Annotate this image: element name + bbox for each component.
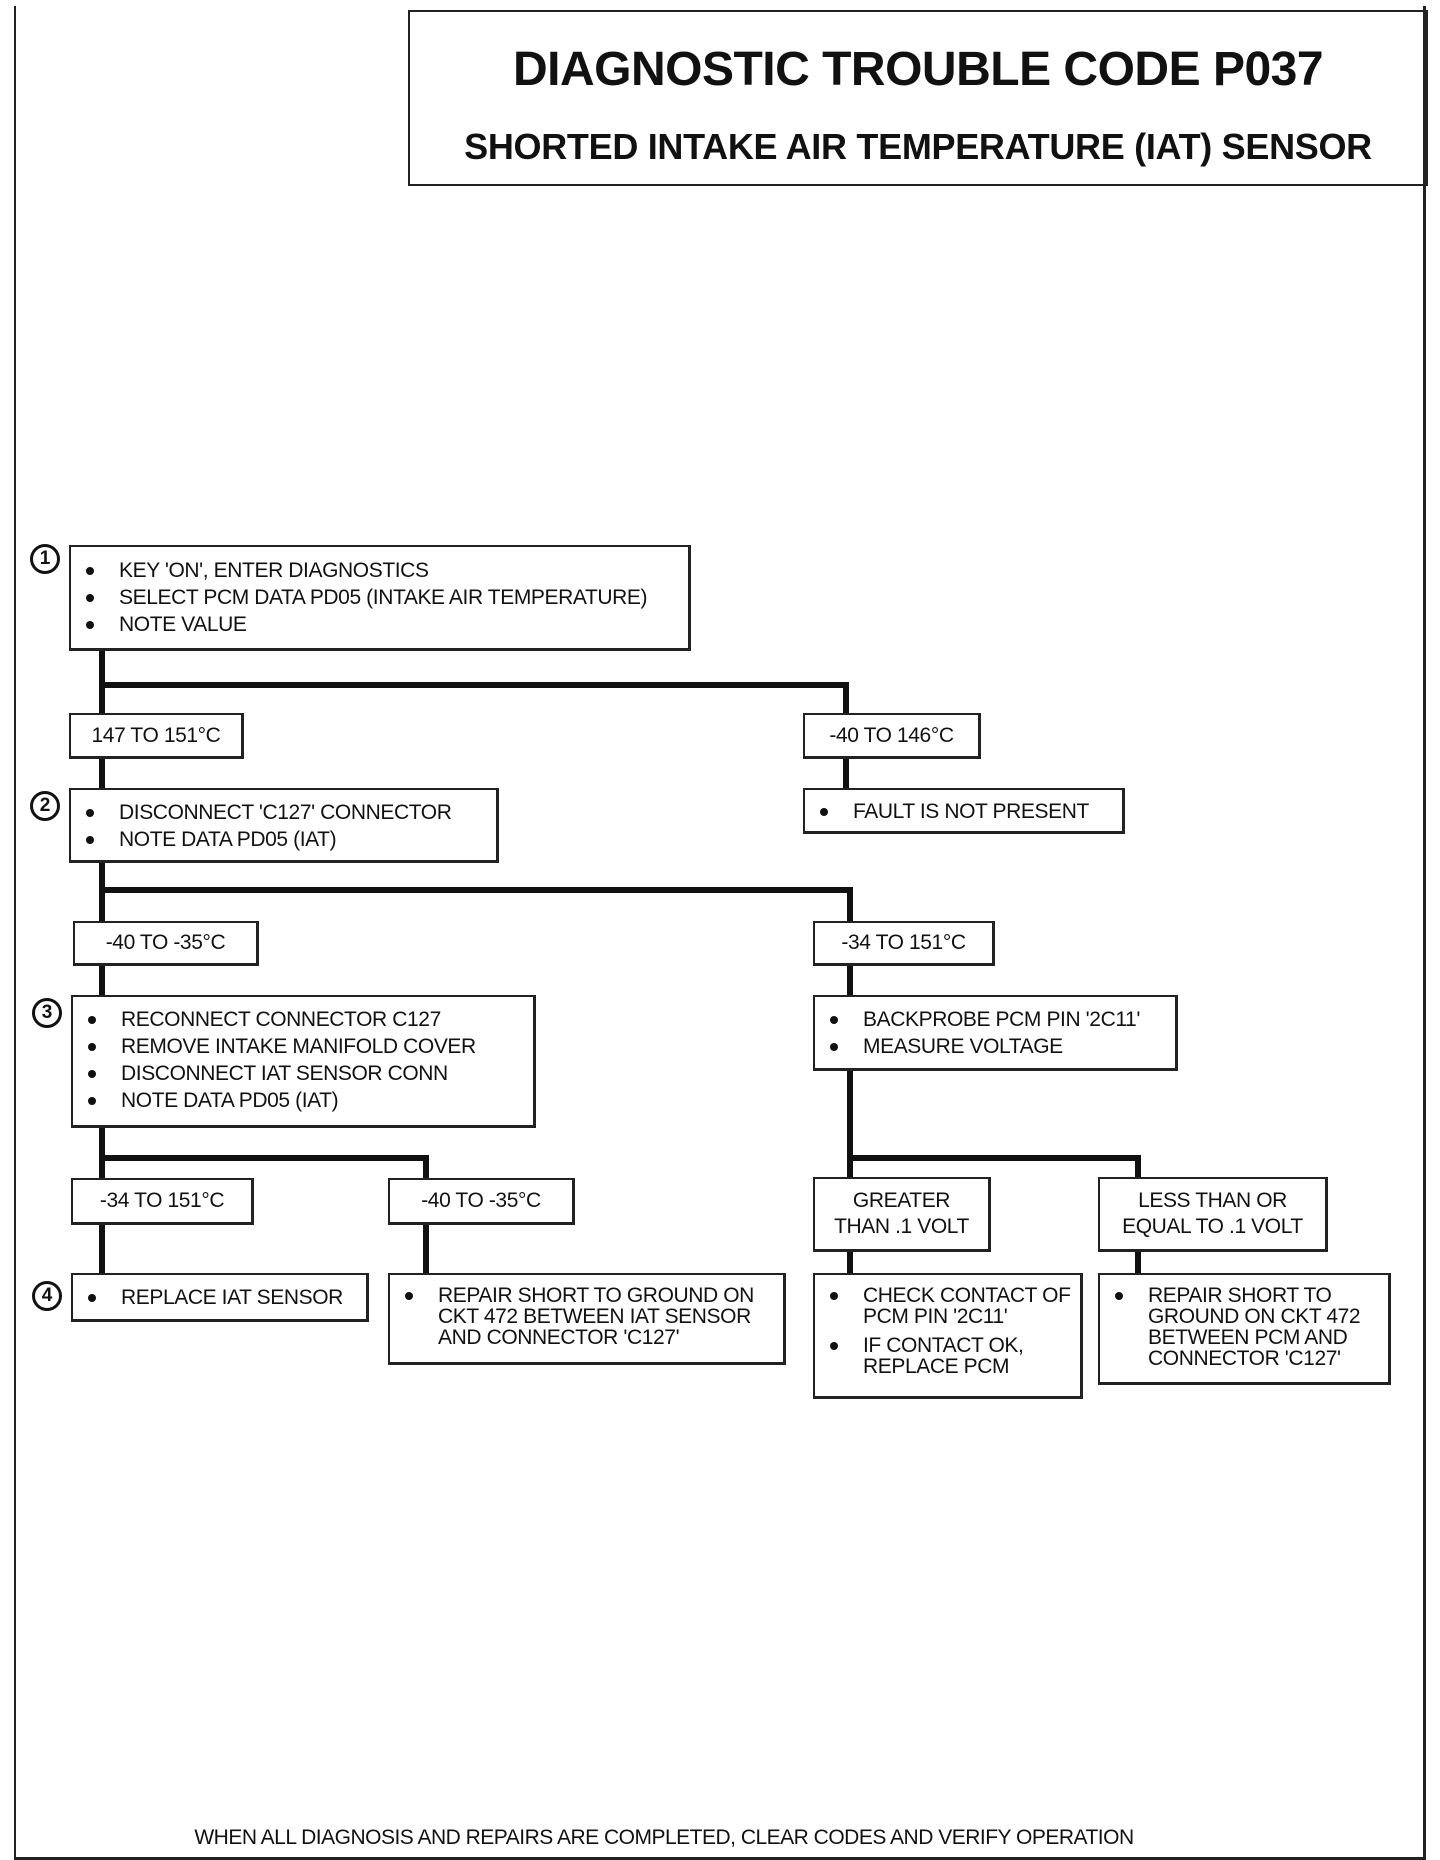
condition-label: LESS THAN OR EQUAL TO .1 VOLT xyxy=(1098,1177,1328,1252)
step-number-3: 3 xyxy=(32,998,62,1028)
condition-label: -40 TO -35°C xyxy=(388,1178,575,1225)
list-item: FAULT IS NOT PRESENT xyxy=(805,798,1122,825)
list-item: REPAIR SHORT TO GROUND ON CKT 472 BETWEE… xyxy=(390,1285,773,1348)
connector-line xyxy=(847,963,853,997)
step-2-box: DISCONNECT 'C127' CONNECTOR NOTE DATA PD… xyxy=(69,788,499,863)
condition-label: -34 TO 151°C xyxy=(813,921,995,966)
list-item: REPLACE IAT SENSOR xyxy=(73,1284,366,1311)
step-3-box: RECONNECT CONNECTOR C127 REMOVE INTAKE M… xyxy=(71,995,536,1128)
condition-label: -40 TO -35°C xyxy=(73,921,259,966)
connector-line xyxy=(847,1249,853,1276)
list-item: NOTE DATA PD05 (IAT) xyxy=(71,826,496,853)
title-block: DIAGNOSTIC TROUBLE CODE P037 SHORTED INT… xyxy=(408,10,1428,186)
list-item: NOTE DATA PD05 (IAT) xyxy=(73,1087,533,1114)
page-title: DIAGNOSTIC TROUBLE CODE P037 xyxy=(512,43,1324,96)
condition-label: -40 TO 146°C xyxy=(803,713,981,759)
list-item: DISCONNECT IAT SENSOR CONN xyxy=(73,1060,533,1087)
repair-short-iat-box: REPAIR SHORT TO GROUND ON CKT 472 BETWEE… xyxy=(388,1273,786,1365)
check-contact-box: CHECK CONTACT OF PCM PIN '2C11' IF CONTA… xyxy=(813,1273,1083,1399)
step-number-1: 1 xyxy=(30,544,60,574)
connector-line xyxy=(847,887,853,925)
connector-line xyxy=(99,963,105,997)
list-item: CHECK CONTACT OF PCM PIN '2C11' xyxy=(815,1285,1072,1327)
connector-line xyxy=(99,682,849,688)
connector-line xyxy=(423,1222,429,1275)
connector-line xyxy=(423,1155,429,1182)
connector-line xyxy=(847,1068,853,1180)
condition-label: GREATER THAN .1 VOLT xyxy=(813,1177,991,1252)
list-item: IF CONTACT OK, REPLACE PCM xyxy=(815,1335,1072,1377)
list-item: DISCONNECT 'C127' CONNECTOR xyxy=(71,799,496,826)
repair-short-pcm-box: REPAIR SHORT TO GROUND ON CKT 472 BETWEE… xyxy=(1098,1273,1391,1385)
page-border xyxy=(14,6,1426,1860)
condition-label: -34 TO 151°C xyxy=(71,1178,254,1225)
list-item: RECONNECT CONNECTOR C127 xyxy=(73,1006,533,1033)
connector-line xyxy=(847,1155,1141,1161)
connector-line xyxy=(99,1125,105,1182)
list-item: REMOVE INTAKE MANIFOLD COVER xyxy=(73,1033,533,1060)
condition-label: 147 TO 151°C xyxy=(69,713,244,759)
step-number-2: 2 xyxy=(30,791,60,821)
connector-line xyxy=(99,887,853,893)
connector-line xyxy=(99,756,105,790)
connector-line xyxy=(1135,1249,1141,1276)
step-number-4: 4 xyxy=(32,1281,62,1311)
connector-line xyxy=(99,1155,429,1161)
list-item: MEASURE VOLTAGE xyxy=(815,1033,1175,1060)
list-item: KEY 'ON', ENTER DIAGNOSTICS xyxy=(71,557,688,584)
step-4-box: REPLACE IAT SENSOR xyxy=(71,1273,369,1322)
list-item: NOTE VALUE xyxy=(71,611,688,638)
footer-note: WHEN ALL DIAGNOSIS AND REPAIRS ARE COMPL… xyxy=(194,1826,1134,1849)
connector-line xyxy=(843,756,849,790)
list-item: SELECT PCM DATA PD05 (INTAKE AIR TEMPERA… xyxy=(71,584,688,611)
connector-line xyxy=(1135,1155,1141,1180)
fault-not-present-box: FAULT IS NOT PRESENT xyxy=(803,788,1125,834)
connector-line xyxy=(843,682,849,718)
list-item: BACKPROBE PCM PIN '2C11' xyxy=(815,1006,1175,1033)
step-1-box: KEY 'ON', ENTER DIAGNOSTICS SELECT PCM D… xyxy=(69,545,691,651)
backprobe-box: BACKPROBE PCM PIN '2C11' MEASURE VOLTAGE xyxy=(813,995,1178,1071)
connector-line xyxy=(99,1222,105,1275)
list-item: REPAIR SHORT TO GROUND ON CKT 472 BETWEE… xyxy=(1100,1285,1380,1369)
page-subtitle: SHORTED INTAKE AIR TEMPERATURE (IAT) SEN… xyxy=(464,126,1372,167)
